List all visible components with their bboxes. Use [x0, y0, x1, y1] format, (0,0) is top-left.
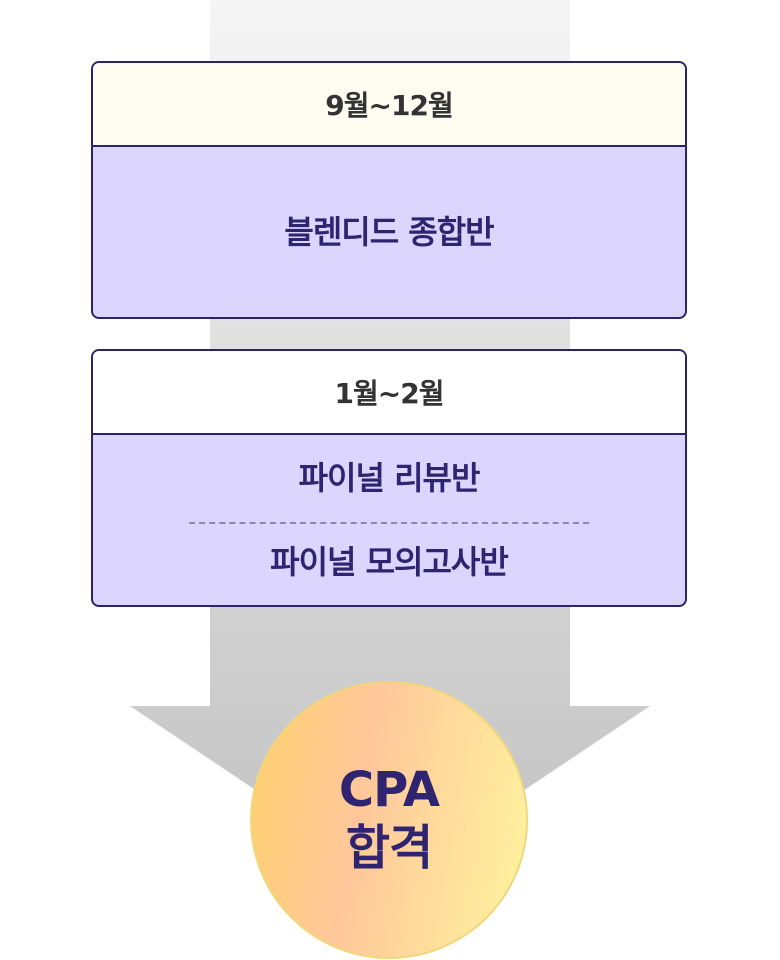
stage-courses-2: 파이널 리뷰반 파이널 모의고사반: [93, 435, 685, 605]
stage-card-2: 1월~2월 파이널 리뷰반 파이널 모의고사반: [91, 349, 687, 607]
stage-courses-1: 블렌디드 종합반: [93, 147, 685, 317]
stage-card-1: 9월~12월 블렌디드 종합반: [91, 61, 687, 319]
goal-line-1: CPA: [338, 762, 440, 819]
stage-period-1: 9월~12월: [93, 63, 685, 147]
dashed-divider: [189, 522, 589, 524]
course-final-mock-exam: 파이널 모의고사반: [270, 543, 509, 581]
goal-line-2: 합격: [345, 820, 433, 876]
goal-circle: CPA 합격: [250, 681, 528, 959]
course-final-review: 파이널 리뷰반: [298, 459, 481, 497]
stage-period-2: 1월~2월: [93, 351, 685, 435]
course-blended-comprehensive: 블렌디드 종합반: [284, 213, 494, 251]
